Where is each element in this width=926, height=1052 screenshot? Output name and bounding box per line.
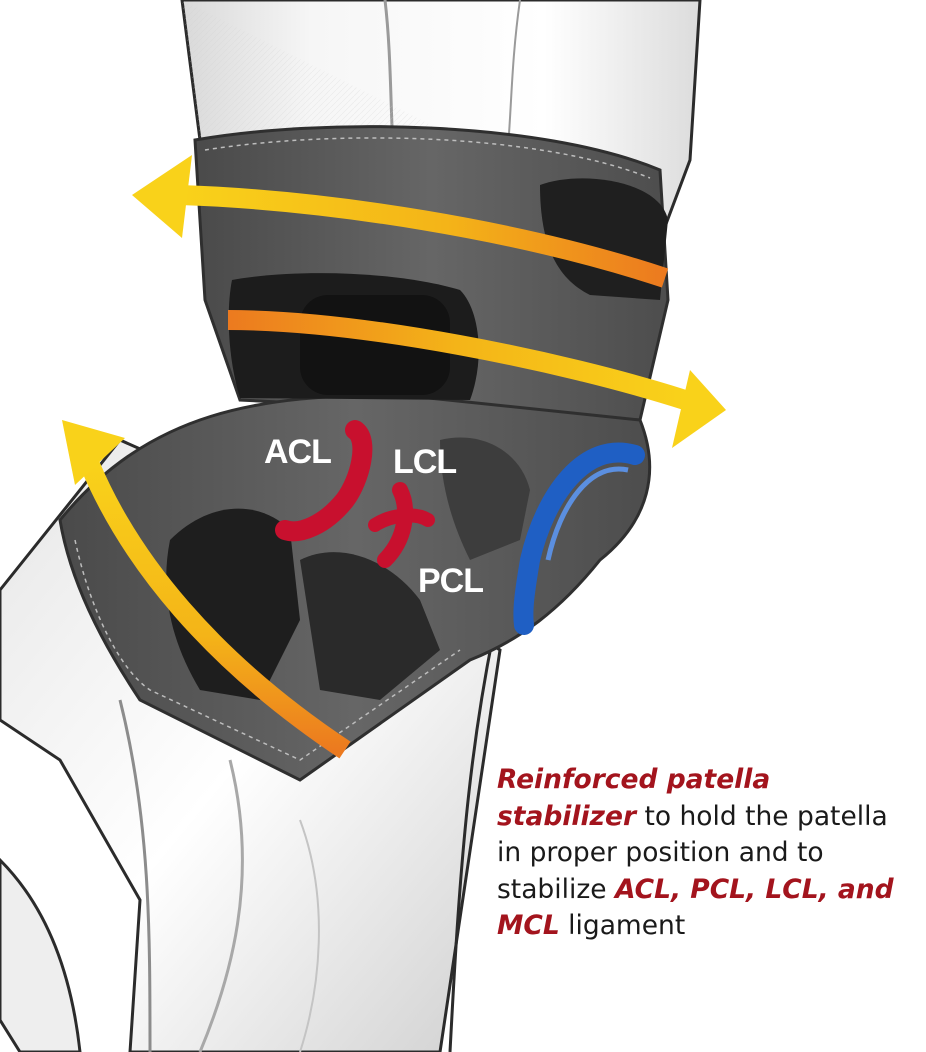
caption-emphasis-2: ACL, PCL, LCL, and MCL [497,873,894,942]
caption-text-1: to hold the patella in proper position a… [497,800,888,905]
lcl-label: LCL [393,443,456,481]
pcl-label: PCL [418,562,483,600]
ligament-marks [275,420,435,568]
patella-ring [513,442,645,635]
caption-emphasis-1: Reinforced patella stabilizer [497,764,771,832]
acl-label: ACL [264,433,331,471]
feature-caption: Reinforced patella stabilizer to hold th… [497,762,912,945]
compression-arrow [62,155,726,759]
caption-text-2: ligament [559,910,686,941]
